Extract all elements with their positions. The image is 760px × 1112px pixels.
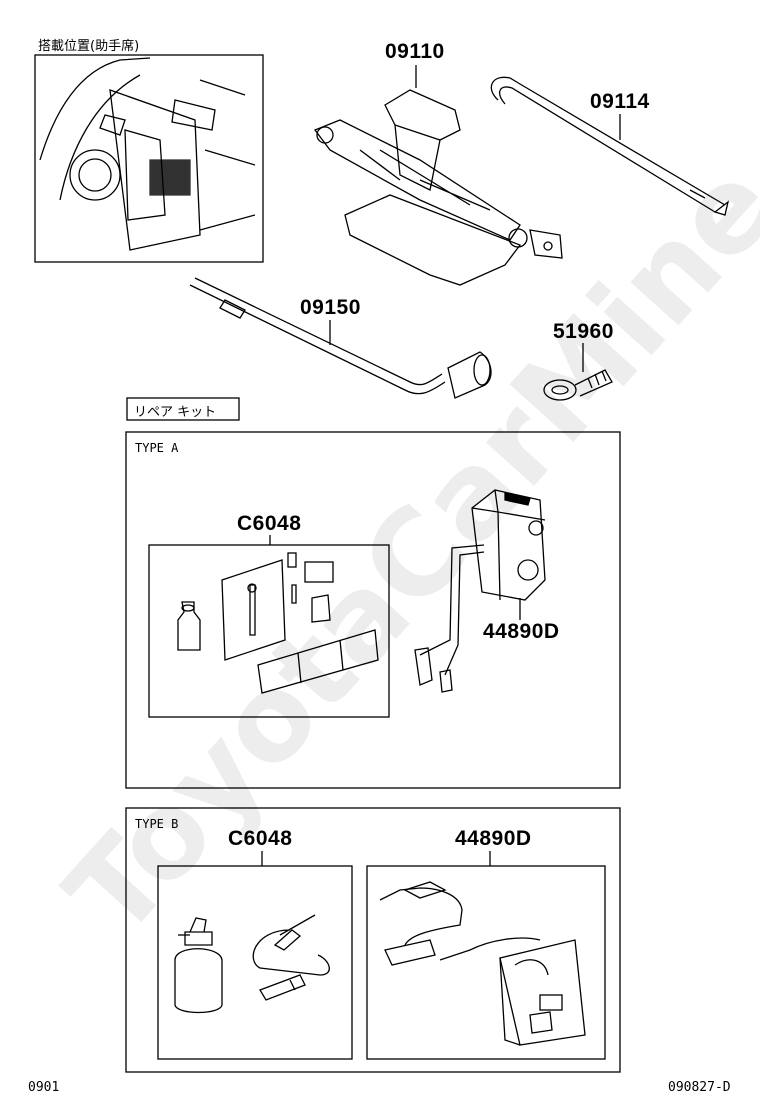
type-b-compressor-sketch: [379, 881, 586, 1046]
type-b-frame: [125, 807, 621, 1073]
type-a-kit-frame: [148, 544, 390, 718]
type-a-bottle-sketch: [177, 601, 201, 651]
type-b-hose-sketch: [252, 914, 330, 1001]
type-b-label: TYPE B: [135, 817, 179, 831]
towing-eye-sketch: [543, 369, 613, 401]
type-a-label: TYPE A: [135, 441, 179, 455]
type-a-compressor-number: 44890D: [483, 620, 560, 643]
type-a-papers-sketch: [257, 552, 379, 694]
part-number-towing-eye: 51960: [553, 320, 614, 343]
type-b-kit-frame: [157, 865, 353, 1060]
footer-right-code: 090827-D: [668, 1080, 731, 1095]
type-b-compressor-number: 44890D: [455, 827, 532, 850]
repair-kit-label: リペア キット: [134, 405, 217, 420]
jack-handle-sketch: [490, 76, 730, 216]
type-b-bottle-sketch: [174, 917, 223, 1014]
scissor-jack-sketch: [313, 89, 563, 286]
type-b-sealant-kit-number: C6048: [228, 827, 293, 850]
wheel-wrench-sketch: [189, 277, 492, 399]
type-a-compressor-sketch: [414, 489, 546, 693]
location-inset-frame: [34, 54, 264, 263]
part-number-jack: 09110: [385, 40, 445, 63]
location-label: 搭載位置(助手席): [38, 39, 140, 54]
type-b-compressor-frame: [366, 865, 606, 1060]
type-a-bag-sketch: [221, 559, 286, 661]
part-number-wheel-wrench: 09150: [300, 296, 361, 319]
type-a-frame: [125, 431, 621, 789]
car-interior-sketch: [39, 57, 256, 251]
type-a-sealant-kit-number: C6048: [237, 512, 302, 535]
part-number-jack-handle: 09114: [590, 90, 650, 113]
footer-left-code: 0901: [28, 1080, 60, 1095]
repair-kit-label-frame: [126, 397, 240, 421]
